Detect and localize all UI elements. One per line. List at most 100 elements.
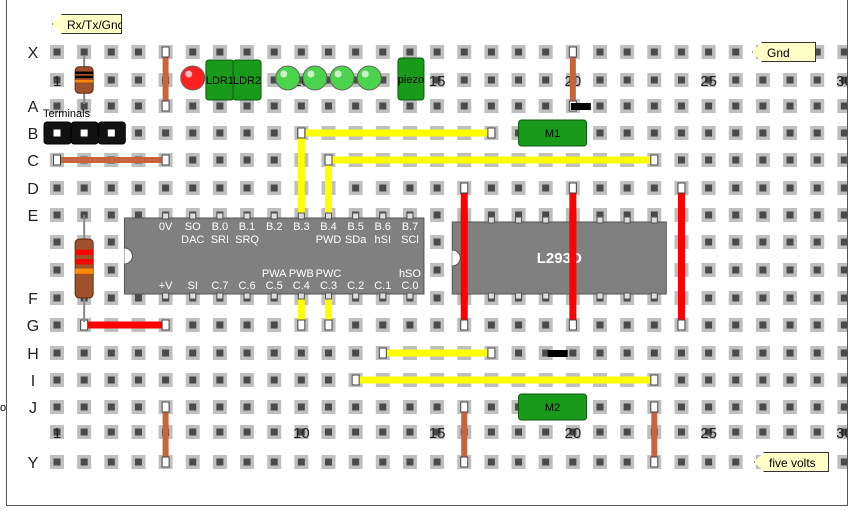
hole-center	[406, 428, 414, 436]
hole-center	[352, 321, 360, 329]
hole-center	[732, 102, 740, 110]
hole-center	[813, 102, 821, 110]
hole-center	[705, 156, 713, 164]
hole-center	[460, 48, 468, 56]
hole-center	[487, 102, 495, 110]
hole-center	[297, 76, 305, 84]
picaxe-bottom-pin-label: C.4	[293, 280, 310, 292]
picaxe-bottom-pin-label: +V	[159, 280, 173, 292]
picaxe-top-pin-function: SRI	[211, 234, 229, 246]
hole-center	[379, 76, 387, 84]
hole-center	[487, 321, 495, 329]
chip-pin	[487, 292, 495, 300]
hole-center	[53, 102, 61, 110]
chip-pin	[650, 292, 658, 300]
hole-center	[596, 349, 604, 357]
chip-pin	[243, 212, 251, 220]
hole-center	[216, 156, 224, 164]
hole-center	[53, 458, 61, 466]
hole-center	[352, 48, 360, 56]
hole-center	[705, 294, 713, 302]
hole-center	[107, 349, 115, 357]
hole-center	[80, 349, 88, 357]
hole-center	[623, 129, 631, 137]
chip-pin	[542, 216, 550, 224]
hole-center	[786, 266, 794, 274]
brown-link-end	[460, 456, 469, 468]
hole-center	[487, 403, 495, 411]
picaxe-bottom-pin-function: PWC	[316, 268, 342, 280]
hole-center	[705, 321, 713, 329]
terminal-screw	[107, 129, 115, 137]
chip-pin	[270, 212, 278, 220]
hole-center	[732, 458, 740, 466]
hole-center	[134, 349, 142, 357]
red-wire-end	[568, 182, 577, 194]
hole-center	[677, 428, 685, 436]
row-label-y: Y	[28, 455, 39, 472]
hole-center	[53, 48, 61, 56]
hole-center	[623, 76, 631, 84]
hole-center	[840, 184, 847, 192]
hole-center	[705, 458, 713, 466]
chip-pin	[189, 212, 197, 220]
row-label-b: B	[28, 126, 39, 143]
chip-pin	[542, 292, 550, 300]
hole-center	[487, 76, 495, 84]
hole-center	[542, 211, 550, 219]
hole-center	[759, 403, 767, 411]
red-wire-end	[677, 182, 686, 194]
hole-center	[677, 102, 685, 110]
hole-center	[515, 428, 523, 436]
picaxe-notch	[124, 247, 133, 265]
black-link	[547, 350, 568, 357]
hole-center	[243, 184, 251, 192]
hole-center	[189, 129, 197, 137]
hole-center	[460, 102, 468, 110]
hole-center	[813, 266, 821, 274]
hole-center	[786, 238, 794, 246]
hole-center	[53, 349, 61, 357]
red-wire-end	[460, 182, 469, 194]
hole-center	[596, 428, 604, 436]
hole-center	[352, 428, 360, 436]
yellow-wire-end	[324, 154, 333, 166]
resistor-band	[75, 259, 94, 265]
picaxe-top-pin-function: SDa	[345, 234, 367, 246]
green-led-shine	[307, 70, 315, 78]
hole-center	[623, 102, 631, 110]
hole-center	[487, 48, 495, 56]
hole-center	[732, 76, 740, 84]
hole-center	[53, 403, 61, 411]
hole-center	[352, 403, 360, 411]
hole-center	[243, 321, 251, 329]
hole-center	[623, 184, 631, 192]
chip-pin	[325, 212, 332, 220]
hole-center	[732, 294, 740, 302]
chip-pin	[297, 292, 305, 300]
red-wire-end	[677, 319, 686, 331]
hole-center	[243, 102, 251, 110]
hole-center	[433, 211, 441, 219]
hole-center	[216, 349, 224, 357]
gnd-label[interactable]: Gnd	[752, 42, 816, 62]
hole-center	[53, 266, 61, 274]
hole-center	[352, 102, 360, 110]
ldr1-label: LDR1	[206, 75, 234, 87]
hole-center	[759, 349, 767, 357]
rx-tx-gnd-label[interactable]: Rx/Tx/Gnd	[52, 14, 122, 34]
hole-center	[243, 156, 251, 164]
hole-center	[107, 184, 115, 192]
hole-center	[596, 48, 604, 56]
brown-link-end	[460, 401, 469, 413]
hole-center	[433, 321, 441, 329]
five-volts-label[interactable]: five volts	[754, 452, 829, 472]
hole-center	[786, 294, 794, 302]
hole-center	[53, 321, 61, 329]
hole-center	[406, 102, 414, 110]
resistor-band	[75, 268, 94, 274]
hole-center	[813, 76, 821, 84]
hole-center	[840, 294, 847, 302]
hole-center	[759, 184, 767, 192]
